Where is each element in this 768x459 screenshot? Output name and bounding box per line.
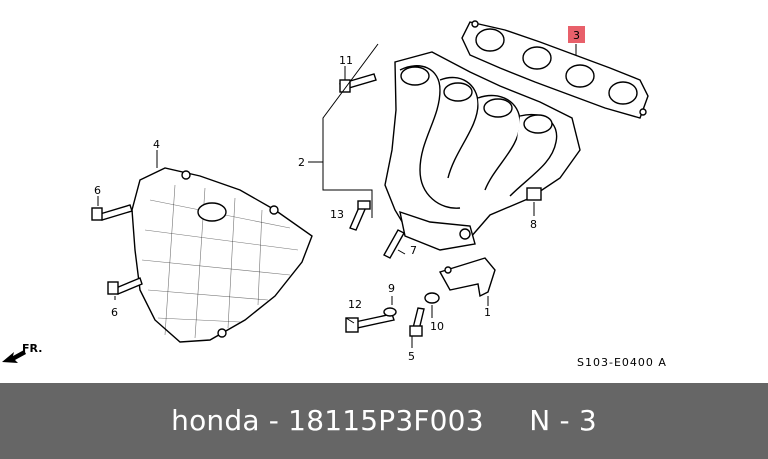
fasteners [91, 73, 542, 337]
callout-2: 2 [298, 156, 305, 169]
callout-11: 11 [339, 54, 353, 67]
part-number-caption: honda - 18115P3F003 N - 3 [171, 404, 597, 437]
manifold-bracket [438, 257, 496, 298]
exploded-view-svg: 11 3 4 2 6 13 8 7 6 12 9 10 1 5 FR. S103… [2, 20, 667, 369]
callout-6-bottom: 6 [111, 306, 118, 319]
callout-12: 12 [348, 298, 362, 311]
callout-7: 7 [410, 244, 417, 257]
heat-shield [131, 167, 313, 343]
callout-1: 1 [484, 306, 491, 319]
parts-diagram: 11 3 4 2 6 13 8 7 6 12 9 10 1 5 FR. S103… [2, 20, 667, 369]
callout-4: 4 [153, 138, 160, 151]
callout-3: 3 [573, 29, 580, 42]
exhaust-manifold [384, 51, 581, 251]
callout-8: 8 [530, 218, 537, 231]
arrow-icon [2, 350, 26, 363]
front-direction-indicator: FR. [2, 342, 42, 363]
callout-10: 10 [430, 320, 444, 333]
diagram-code: S103-E0400 A [577, 356, 667, 369]
caption-bar: honda - 18115P3F003 N - 3 [0, 383, 768, 459]
callout-5: 5 [408, 350, 415, 363]
callout-13: 13 [330, 208, 344, 221]
callout-6-top: 6 [94, 184, 101, 197]
callout-highlight [568, 26, 585, 43]
leader-lines [97, 43, 577, 348]
direction-label: FR. [22, 342, 42, 355]
callout-9: 9 [388, 282, 395, 295]
manifold-gasket [461, 20, 649, 119]
